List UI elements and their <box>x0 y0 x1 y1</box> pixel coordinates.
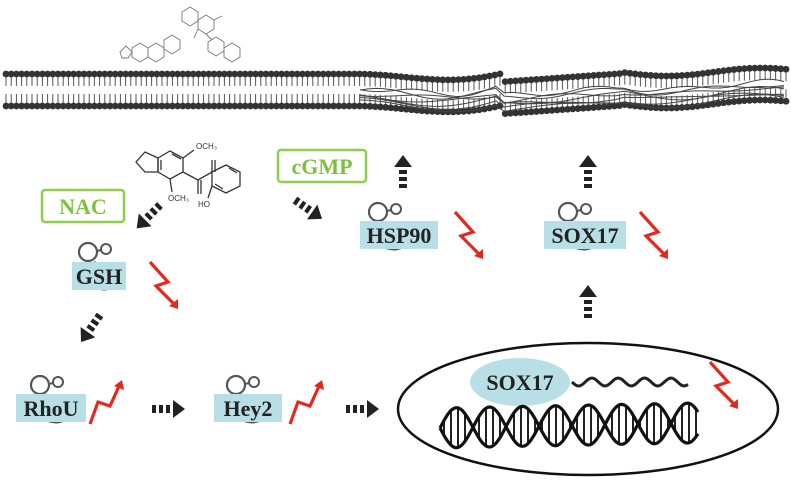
hey2-label-box <box>214 394 282 422</box>
hydroxyl-label: HO <box>198 200 210 209</box>
rhou-node: RhoU <box>16 374 126 426</box>
flow-arrows <box>80 155 597 418</box>
arrow-cgmp-to-hsp90 <box>292 196 323 220</box>
nucleus: SOX17 <box>396 341 780 477</box>
cgmp-label: cGMP <box>291 154 352 179</box>
sox17-top-label: SOX17 <box>551 223 618 248</box>
rhou-label-box <box>16 394 86 422</box>
gsh-label: GSH <box>76 264 122 289</box>
cell-membrane <box>2 64 790 118</box>
dna-double-helix <box>438 401 700 450</box>
nac-box <box>40 188 126 224</box>
gsh-node: GSH <box>72 241 180 311</box>
arrow-hey2-to-nucleus <box>346 400 379 418</box>
sox17-nucleus-label: SOX17 <box>486 370 553 395</box>
hey2-label: Hey2 <box>224 396 273 421</box>
ligand-molecules-top <box>119 6 241 63</box>
arrow-gsh-to-rhou <box>80 312 104 343</box>
sox17-nucleus-blob <box>470 358 570 406</box>
sox17-top-trend-down-icon <box>638 210 670 261</box>
arrow-compound-to-gsh <box>136 202 163 229</box>
mrna-strand <box>570 376 689 388</box>
arrow-nucleus-to-sox17 <box>579 285 597 318</box>
hsp90-label-box <box>360 221 438 249</box>
hey2-trend-up-icon <box>288 378 326 426</box>
arrow-hsp90-to-membrane <box>394 155 412 188</box>
methoxy-label-top: OCH₃ <box>196 142 217 151</box>
hsp90-label: HSP90 <box>367 223 432 248</box>
sox17-top-node: SOX17 <box>544 201 670 261</box>
cgmp-box <box>276 148 368 184</box>
sox17-top-label-box <box>544 221 626 249</box>
arrow-sox17-to-membrane <box>579 155 597 188</box>
hsp90-trend-down-icon <box>453 210 485 261</box>
gsh-trend-down-icon <box>148 260 180 311</box>
rhou-label: RhoU <box>23 396 78 421</box>
gsh-label-box <box>72 262 126 290</box>
hsp90-node: HSP90 <box>360 201 485 261</box>
chemical-structure <box>135 149 241 199</box>
methoxy-label-bottom: OCH₃ <box>168 194 189 203</box>
nac-label: NAC <box>59 194 107 219</box>
arrow-rhou-to-hey2 <box>152 400 185 418</box>
rhou-trend-up-icon <box>88 378 126 426</box>
hey2-node: Hey2 <box>214 374 326 426</box>
